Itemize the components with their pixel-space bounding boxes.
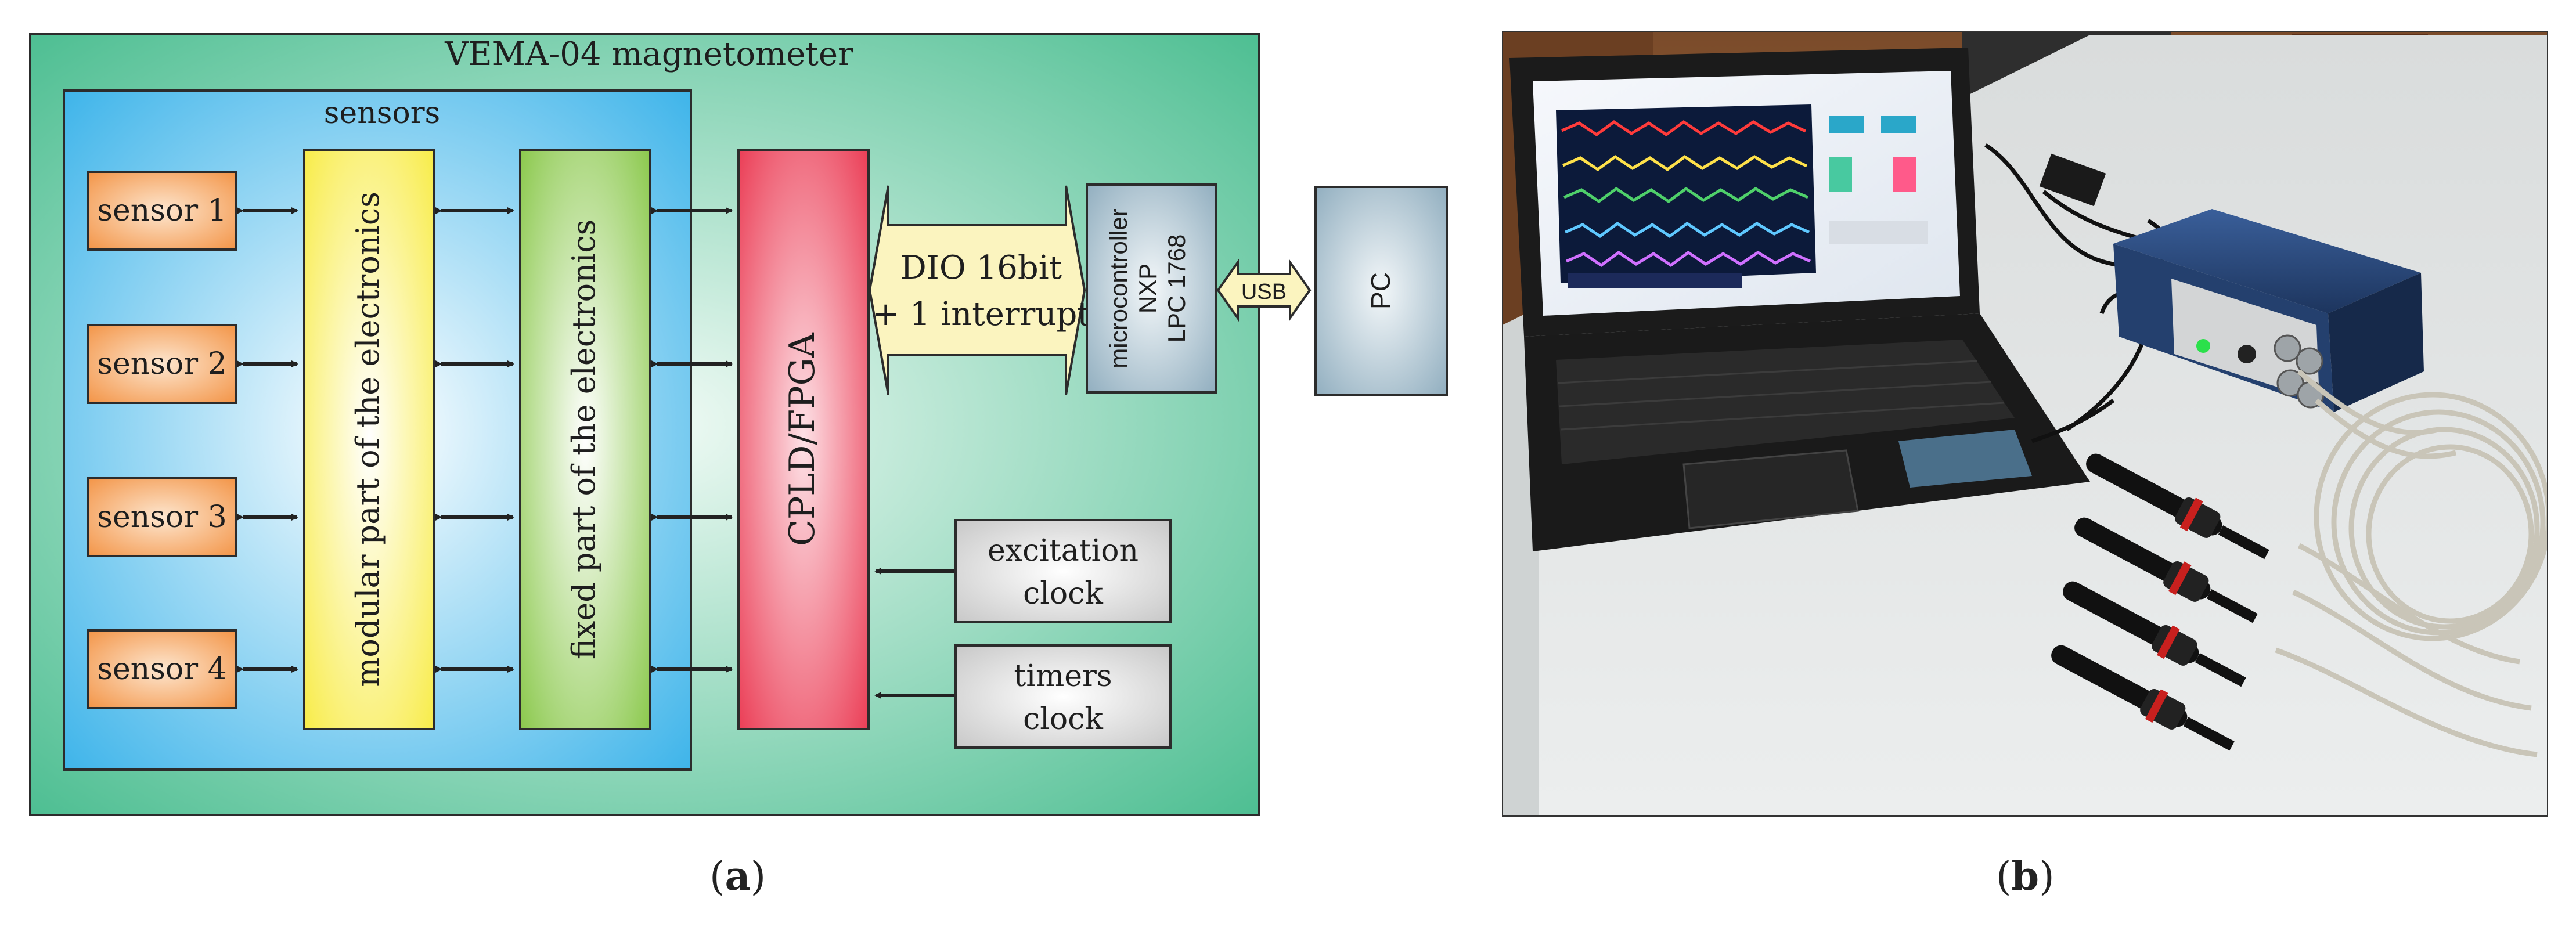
usb-label: USB <box>1241 280 1287 304</box>
fixed-electronics-box <box>519 149 651 730</box>
modular-electronics-box <box>303 149 435 730</box>
sensor-1-box <box>87 171 237 251</box>
timers-clock-line2: clock <box>1023 702 1103 737</box>
magnetometer-title: VEMA-04 magnetometer <box>444 35 853 73</box>
panel-b-photo <box>1502 31 2548 817</box>
photo-electronics-box-top <box>2113 209 2421 313</box>
cpld-fpga-label: CPLD/FPGA <box>782 332 823 546</box>
modular-to-fixed-arrows <box>435 207 514 673</box>
timers-clock-line1: timers <box>1014 659 1112 694</box>
photo-touchpad <box>1682 449 1859 529</box>
sensor-2-box <box>87 324 237 404</box>
mcu-label-line2: NXP <box>1134 264 1161 313</box>
sensor-to-modular-arrows <box>237 207 298 673</box>
caption-a: (a) <box>709 853 766 900</box>
fixed-to-cpld-arrows <box>651 207 733 673</box>
microcontroller-label: microcontroller NXP LPC 1768 <box>1105 208 1190 368</box>
pc-box <box>1314 186 1448 396</box>
photo-sensor-probes <box>2051 453 2269 751</box>
photo-keyboard <box>1556 340 2015 464</box>
modular-electronics-label: modular part of the electronics <box>350 192 386 687</box>
photo-power-led <box>2196 339 2210 353</box>
cpld-fpga-box <box>737 149 870 730</box>
photo-coiled-cables <box>2275 369 2548 757</box>
excitation-clock-box <box>954 519 1172 623</box>
mcu-label-line3: LPC 1768 <box>1163 234 1190 343</box>
pc-label: PC <box>1366 272 1396 309</box>
mcu-label-line1: microcontroller <box>1105 208 1132 368</box>
sensor-4-box <box>87 629 237 709</box>
timers-clock-box <box>954 644 1172 749</box>
dio-label-line1: DIO 16bit <box>900 249 1062 287</box>
sensor-4-label: sensor 4 <box>97 652 226 687</box>
microcontroller-box <box>1086 183 1217 394</box>
sensor-1-label: sensor 1 <box>97 193 226 228</box>
panel-a-block-diagram: VEMA-04 magnetometer sensors sensor 1 se… <box>29 33 1448 816</box>
photo-power-adapter <box>2039 153 2106 207</box>
sensor-2-label: sensor 2 <box>97 347 226 381</box>
sensors-group-title: sensors <box>324 96 440 131</box>
caption-b-letter: b <box>2011 853 2040 900</box>
fixed-electronics-label: fixed part of the electronics <box>565 219 602 659</box>
caption-b: (b) <box>1996 853 2055 900</box>
sensor-3-label: sensor 3 <box>97 500 226 535</box>
dio-bus-arrow <box>868 185 1086 395</box>
excitation-clock-line2: clock <box>1023 576 1103 611</box>
excitation-clock-line1: excitation <box>988 533 1139 568</box>
sensor-3-box <box>87 477 237 557</box>
usb-arrow <box>1216 258 1312 322</box>
dio-label-line2: + 1 interrupt <box>872 295 1090 333</box>
caption-a-letter: a <box>725 853 751 900</box>
